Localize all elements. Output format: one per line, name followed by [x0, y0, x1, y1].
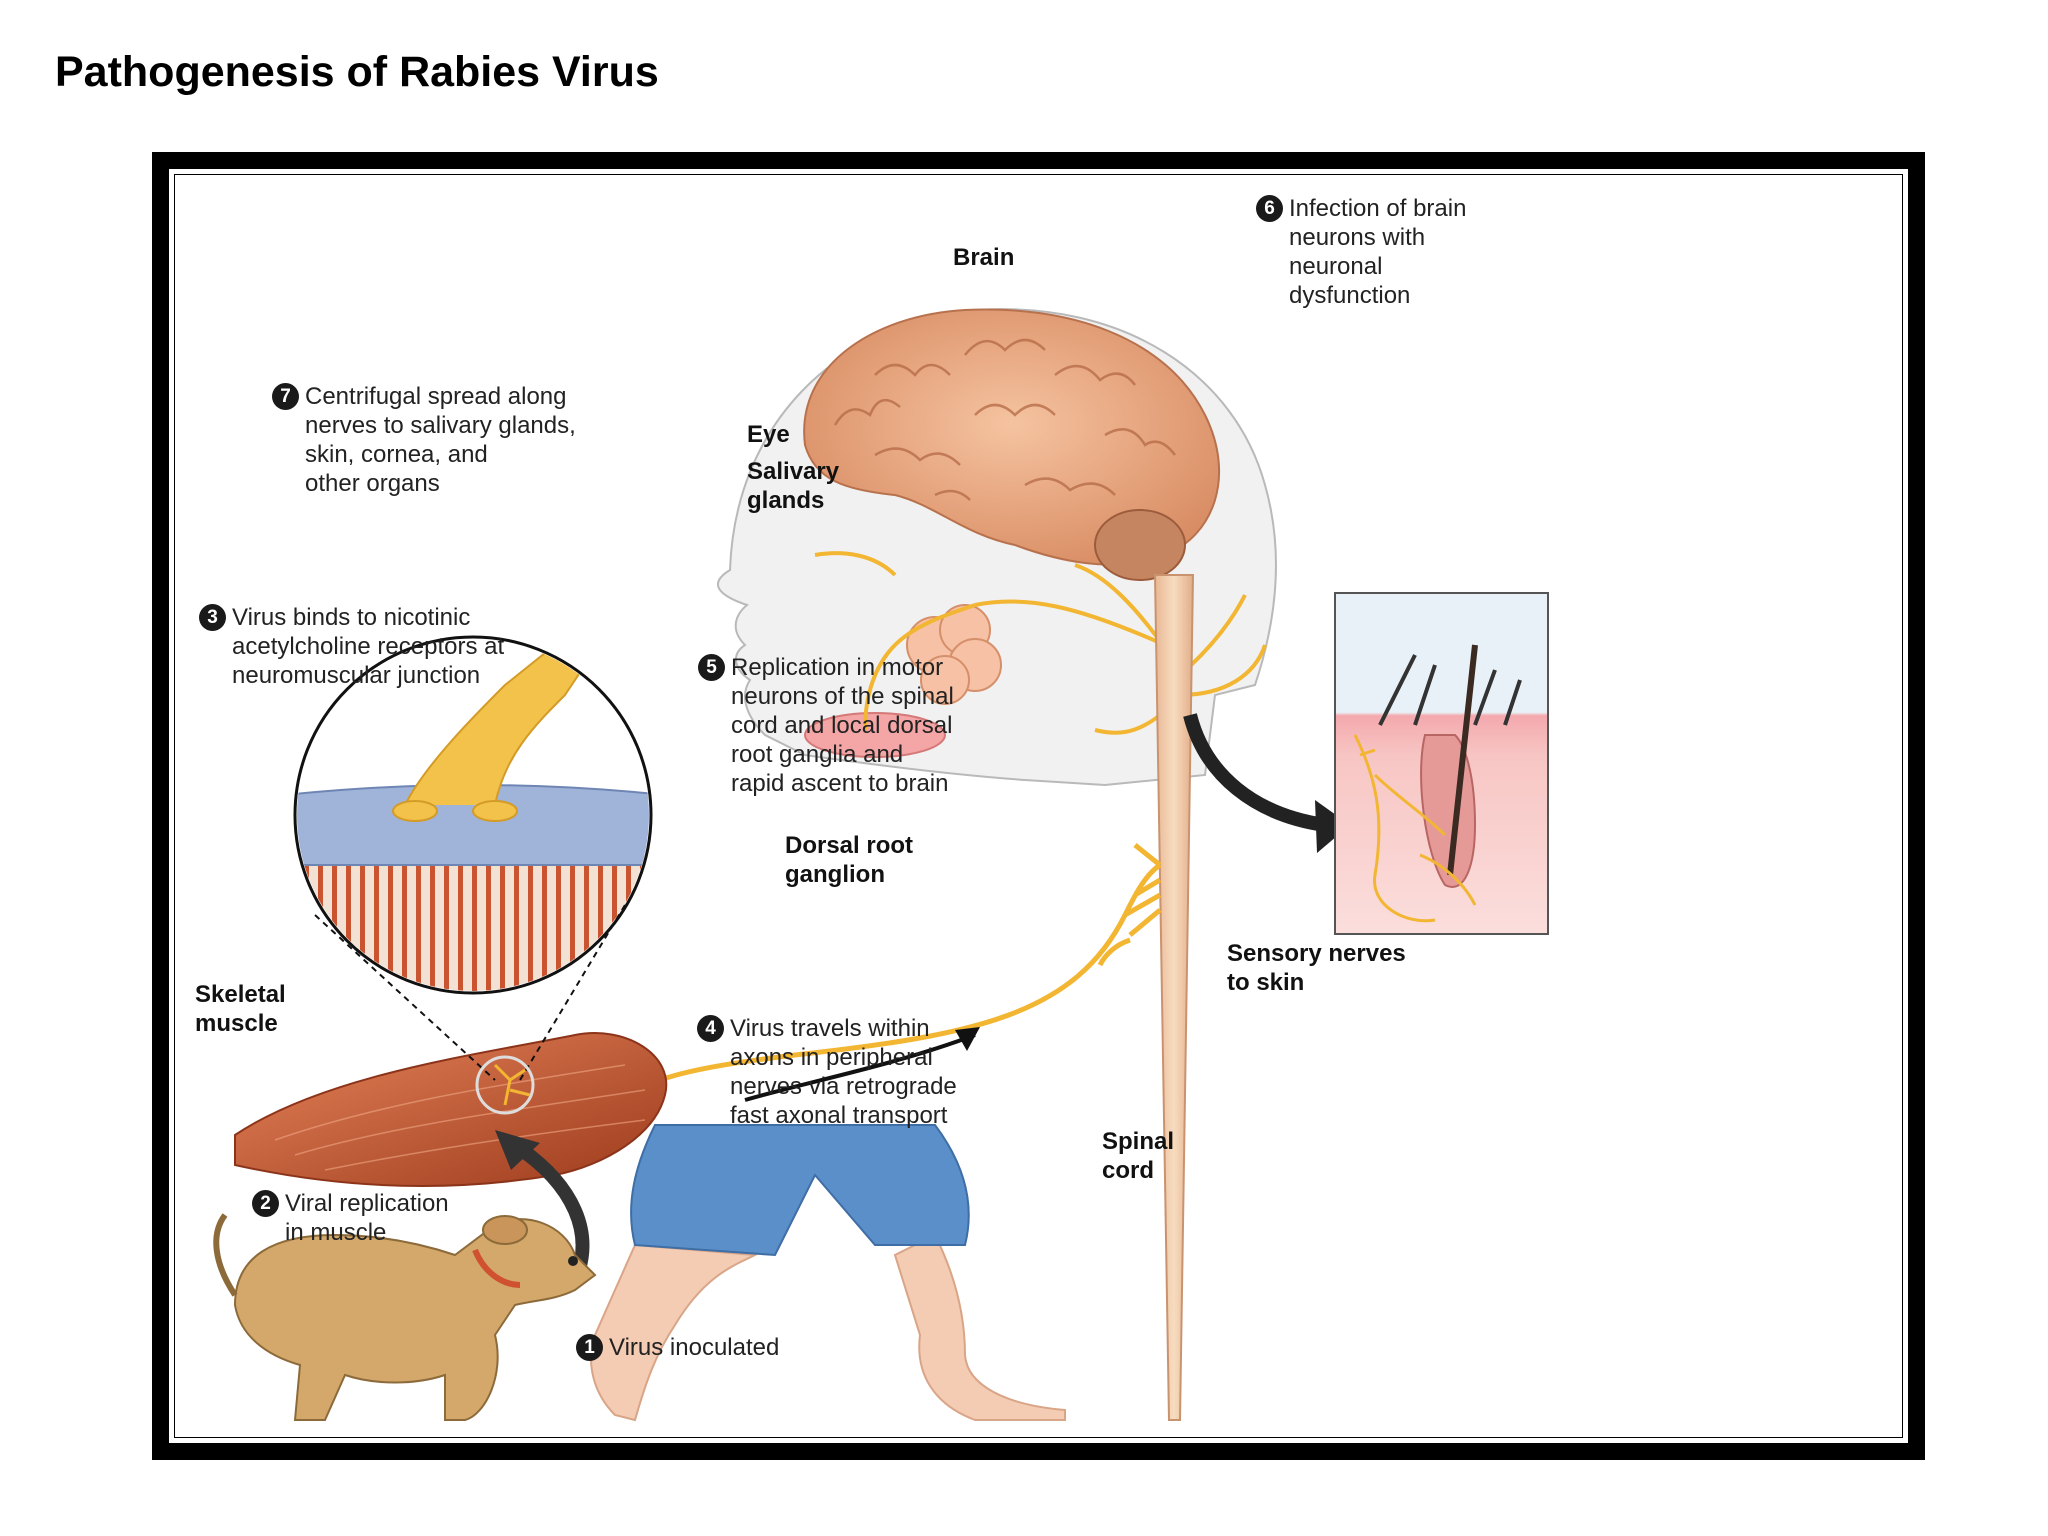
spinal-cord-icon [1153, 574, 1195, 1421]
head-illustration [716, 308, 1277, 787]
step-text: Virus inoculated [609, 1334, 780, 1361]
diagram-frame: 1 Virus inoculated 2 Viral replication i… [152, 152, 1925, 1460]
step-text: Centrifugal spread along nerves to saliv… [305, 383, 576, 497]
skin-panel-icon [1334, 592, 1549, 935]
step-number-badge: 3 [199, 604, 226, 631]
spread-to-skin-arrow-icon [1183, 713, 1350, 853]
salivary-glands-label: Salivary glands [747, 458, 840, 514]
step-text: Viral replication in muscle [285, 1190, 449, 1246]
step-number-badge: 7 [272, 383, 299, 410]
dorsal-root-ganglion-label: Dorsal root ganglion [785, 832, 914, 888]
step-text: Virus binds to nicotinic acetylcholine r… [232, 604, 505, 689]
step-text: Infection of brain neurons with neuronal… [1289, 195, 1467, 309]
step-number-badge: 1 [576, 1334, 603, 1361]
step-number-badge: 5 [698, 654, 725, 681]
page-title: Pathogenesis of Rabies Virus [55, 48, 659, 96]
spinal-cord-label: Spinal cord [1102, 1128, 1175, 1184]
eye-label: Eye [747, 421, 790, 448]
step-5-label: 5 Replication in motor neurons of the sp… [698, 653, 954, 798]
skeletal-muscle-label: Skeletal muscle [195, 981, 286, 1037]
step-text: Replication in motor neurons of the spin… [731, 654, 954, 797]
salivary-gland-icon [906, 604, 1002, 705]
step-number-badge: 2 [252, 1190, 279, 1217]
step-number-badge: 6 [1256, 195, 1283, 222]
skeletal-muscle-icon [234, 1032, 668, 1187]
sensory-nerves-label: Sensory nerves to skin [1227, 940, 1406, 996]
brain-label: Brain [953, 244, 1015, 271]
retrograde-arrow-icon [744, 1027, 980, 1102]
step-3-label: 3 Virus binds to nicotinic acetylcholine… [199, 603, 504, 690]
step-6-label: 6 Infection of brain neurons with neuron… [1256, 194, 1466, 310]
step-1-label: 1 Virus inoculated [576, 1333, 779, 1362]
step-number-badge: 4 [697, 1015, 724, 1042]
dog-illustration [213, 1213, 597, 1421]
step-4-label: 4 Virus travels within axons in peripher… [697, 1014, 957, 1130]
step-text: Virus travels within axons in peripheral… [730, 1015, 957, 1129]
rabies-illustration [213, 308, 1549, 1422]
person-legs-illustration [590, 1124, 1066, 1422]
step-2-label: 2 Viral replication in muscle [252, 1189, 449, 1247]
step-7-label: 7 Centrifugal spread along nerves to sal… [272, 382, 576, 498]
diagram-canvas: 1 Virus inoculated 2 Viral replication i… [174, 174, 1903, 1438]
